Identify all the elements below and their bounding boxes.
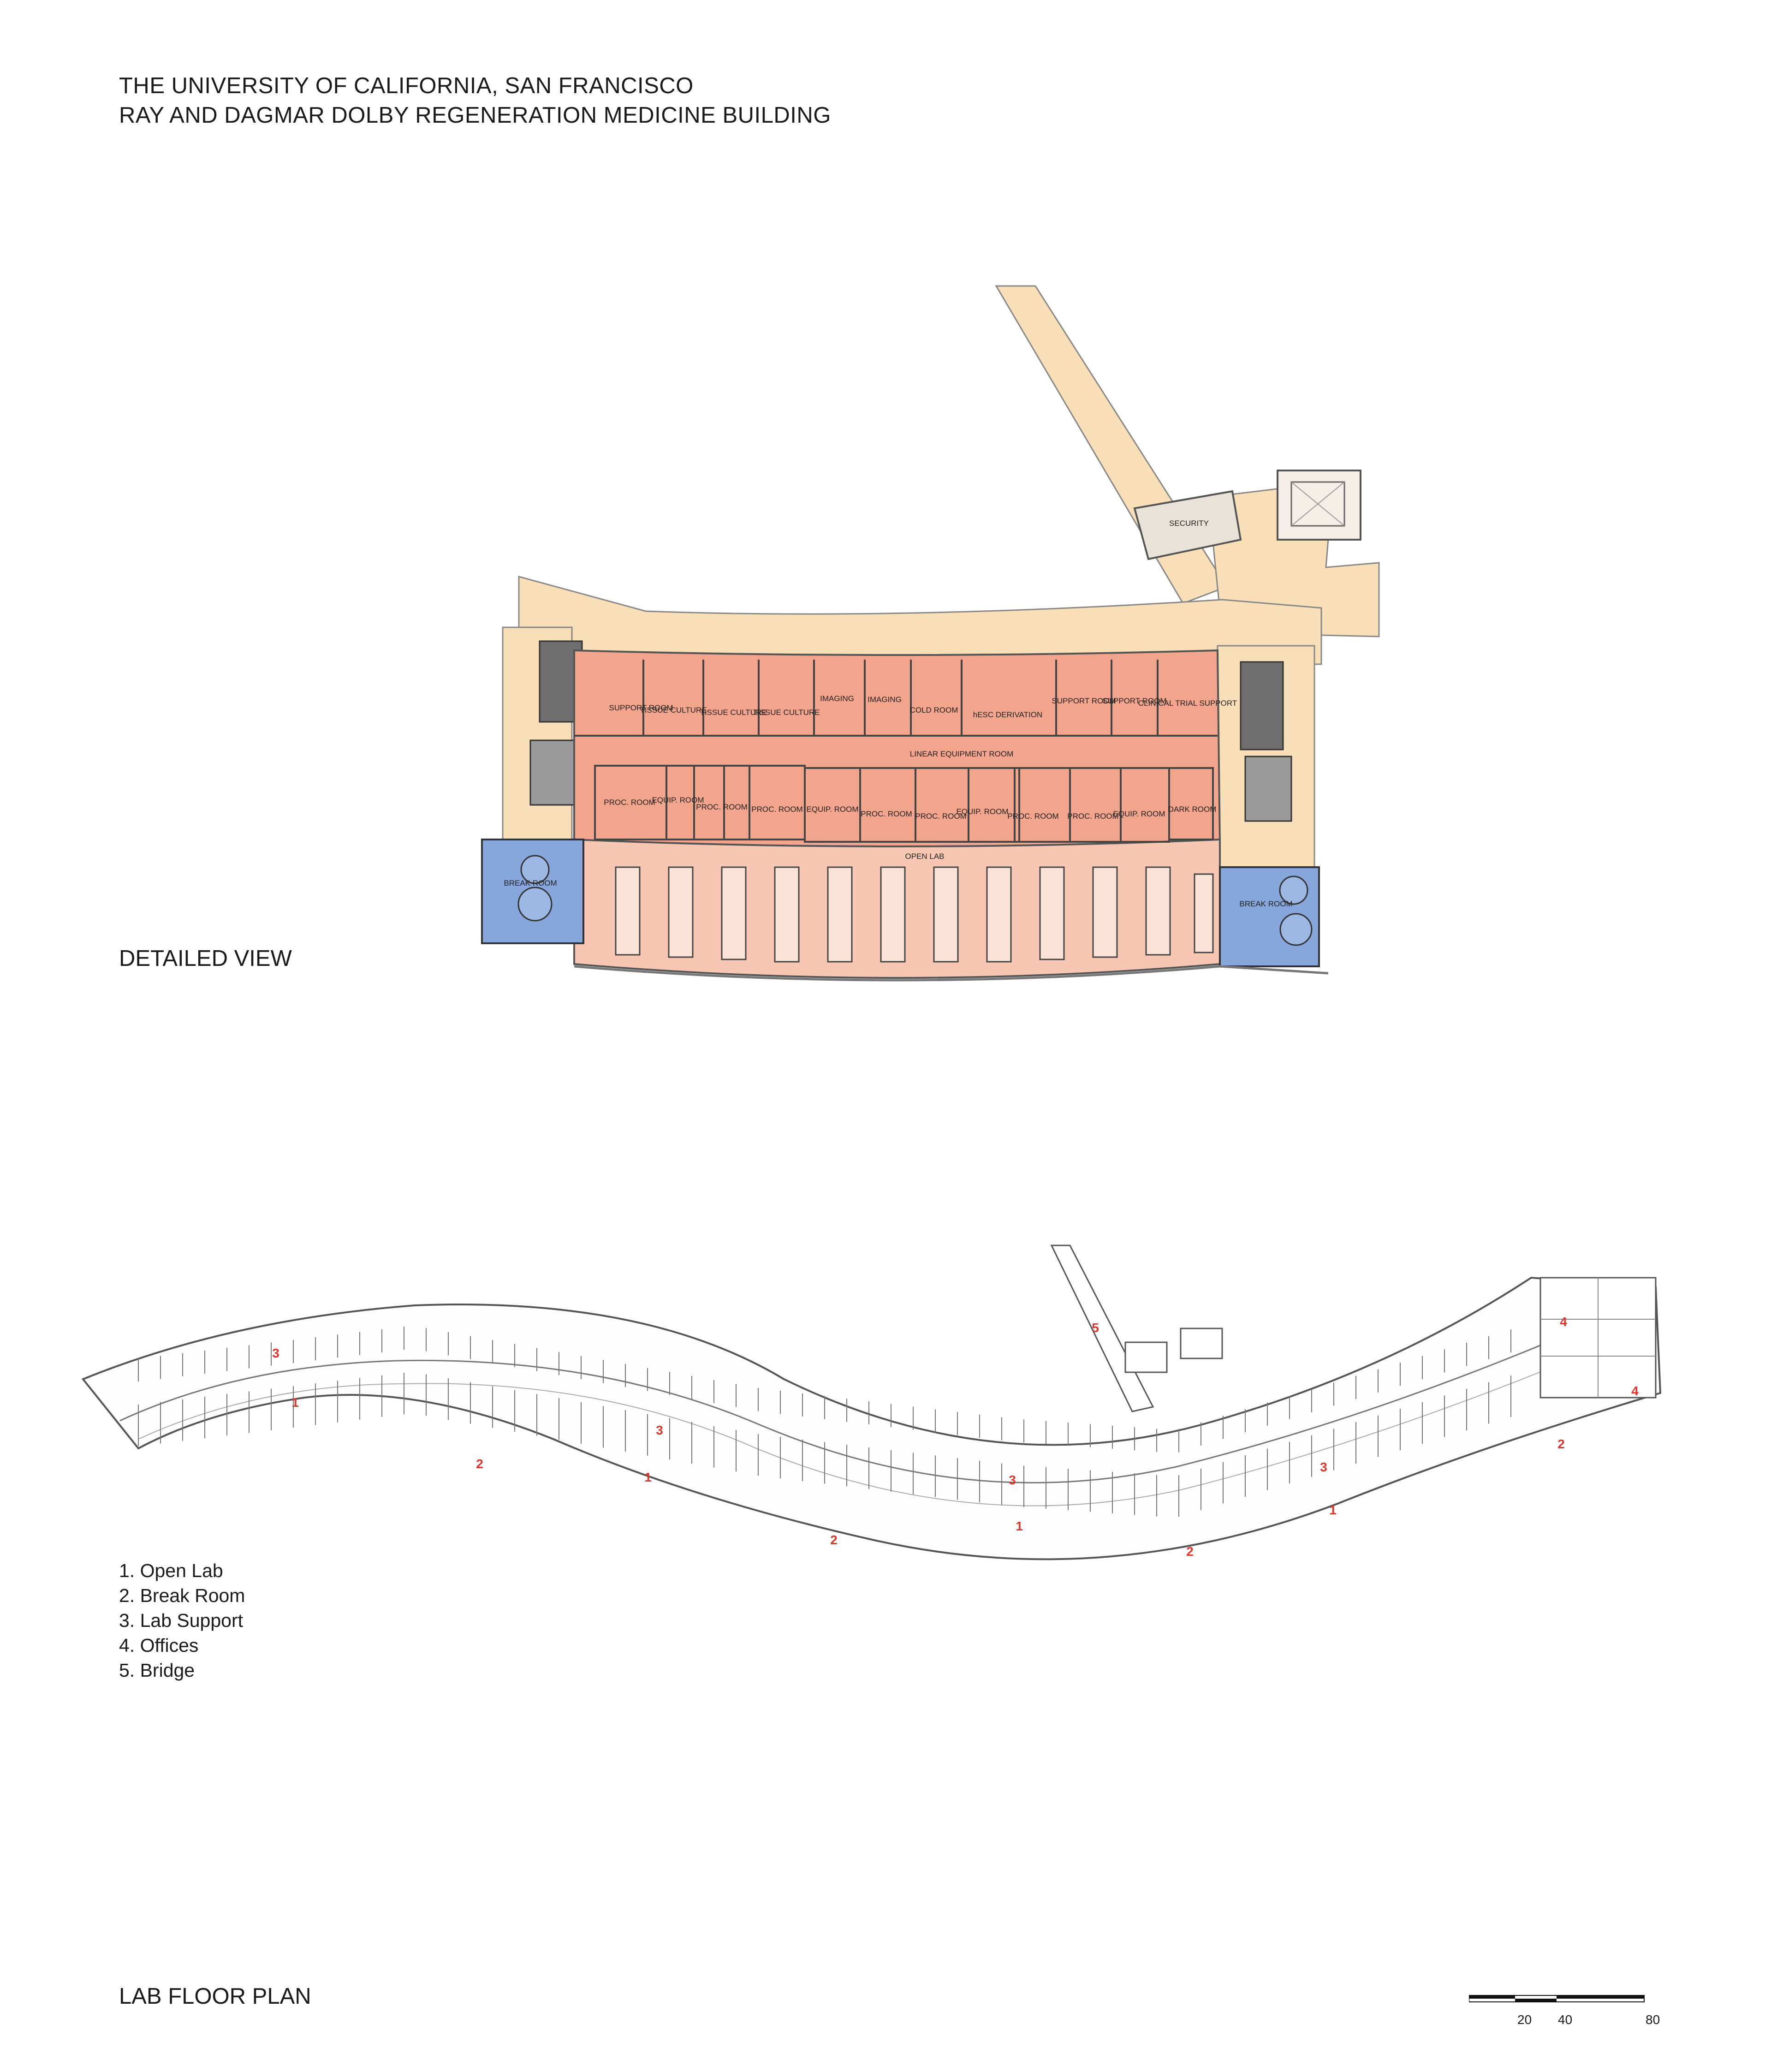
marker-break-room: 2 [476, 1457, 483, 1471]
room-label-support-1: SUPPORT ROOM [609, 703, 673, 712]
marker-open-lab: 1 [644, 1470, 652, 1484]
legend-item-lab-support: 3. Lab Support [119, 1610, 243, 1631]
room-label-security: SECURITY [1169, 519, 1209, 528]
marker-open-lab: 1 [291, 1395, 299, 1410]
marker-bridge: 5 [1092, 1321, 1099, 1335]
marker-break-room: 2 [1557, 1437, 1565, 1451]
room-label-equip-4: EQUIP. ROOM [1113, 810, 1165, 818]
marker-lab-support: 3 [1009, 1473, 1016, 1487]
room-label-cold: COLD ROOM [910, 706, 958, 714]
open-lab-benches [615, 866, 1214, 963]
header-university: THE UNIVERSITY OF CALIFORNIA, SAN FRANCI… [119, 73, 694, 98]
overview-bench-ticks [138, 1327, 1511, 1517]
lab-floor-plan-label: LAB FLOOR PLAN [119, 1984, 311, 2009]
room-label-proc-1: PROC. ROOM [604, 798, 655, 807]
legend: 1. Open Lab 2. Break Room 3. Lab Support… [119, 1558, 245, 1683]
security-room [1133, 490, 1242, 560]
marker-offices: 4 [1631, 1384, 1639, 1398]
scale-tick-40: 40 [1558, 2012, 1573, 2027]
room-label-support-2: SUPPORT ROOM [1052, 697, 1116, 705]
room-label-proc-3: PROC. ROOM [751, 805, 802, 814]
upper-room-partitions [574, 660, 1218, 737]
marker-lab-support: 3 [272, 1346, 279, 1360]
legend-item-offices: 4. Offices [119, 1635, 199, 1656]
room-label-proc-5: PROC. ROOM [915, 812, 966, 821]
scale-bar [1469, 1995, 1645, 2002]
room-label-proc-6: PROC. ROOM [1007, 812, 1058, 821]
room-label-break-left: BREAK ROOM [504, 879, 557, 887]
room-label-equip-2: EQUIP. ROOM [806, 805, 858, 814]
detailed-view-label: DETAILED VIEW [119, 946, 292, 971]
room-label-open-lab: OPEN LAB [905, 852, 944, 861]
marker-open-lab: 1 [1329, 1503, 1337, 1517]
overview-bridge [1050, 1244, 1154, 1412]
scale-tick-80: 80 [1646, 2012, 1660, 2027]
room-label-imaging-1: IMAGING [820, 694, 854, 703]
marker-break-room: 2 [830, 1533, 838, 1547]
elevator-left [529, 739, 577, 806]
room-label-support-3: SUPPORT ROOM [1102, 697, 1166, 705]
procedure-room-partitions [594, 765, 1214, 843]
room-label-imaging-2: IMAGING [868, 695, 902, 704]
marker-lab-support: 3 [1320, 1460, 1327, 1474]
room-label-tissue-2: TISSUE CULTURE [700, 708, 767, 717]
marker-open-lab: 1 [1016, 1519, 1023, 1533]
elevator-right [1244, 756, 1292, 822]
building-outline [81, 1276, 1662, 1560]
scale-tick-20: 20 [1517, 2012, 1532, 2027]
legend-item-break-room: 2. Break Room [119, 1585, 245, 1606]
room-label-break-right: BREAK ROOM [1239, 899, 1292, 908]
room-label-tissue-3: TISSUE CULTURE [753, 708, 820, 717]
marker-lab-support: 3 [656, 1423, 663, 1437]
detail-floor-plan: SECURITY SUPPORT ROOM TISSUE CULTURE TIS… [481, 285, 1380, 982]
room-label-equip-3: EQUIP. ROOM [956, 807, 1008, 816]
marker-break-room: 2 [1186, 1544, 1194, 1559]
room-label-proc-4: PROC. ROOM [861, 810, 912, 818]
legend-item-open-lab: 1. Open Lab [119, 1560, 223, 1581]
room-label-tissue-1: TISSUE CULTURE [640, 706, 707, 714]
exterior-wall [574, 965, 1329, 982]
room-label-proc-7: PROC. ROOM [1067, 812, 1118, 821]
room-label-clinical: CLINICAL TRIAL SUPPORT [1138, 699, 1237, 708]
room-label-equip-1: EQUIP. ROOM [652, 796, 704, 804]
room-label-hesc: hESC DERIVATION [973, 710, 1043, 719]
room-label-proc-2: PROC. ROOM [696, 803, 747, 811]
header-building: RAY AND DAGMAR DOLBY REGENERATION MEDICI… [119, 103, 831, 128]
main-corridor [518, 576, 1322, 665]
legend-item-bridge: 5. Bridge [119, 1660, 195, 1681]
stair-right [1240, 661, 1284, 750]
marker-offices: 4 [1560, 1315, 1567, 1329]
room-label-dark: DARK ROOM [1168, 805, 1217, 814]
room-label-linear-equipment: LINEAR EQUIPMENT ROOM [910, 750, 1014, 758]
